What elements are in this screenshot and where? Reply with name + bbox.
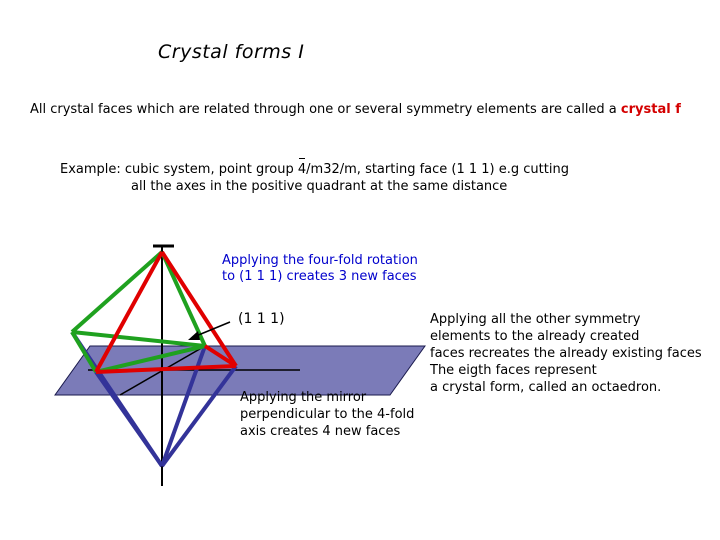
symmetry-note-line-2: elements to the already created bbox=[430, 329, 640, 344]
intro-highlight: crystal f bbox=[620, 102, 681, 117]
mirror-note-line-1: Applying the mirror bbox=[240, 390, 367, 405]
page-title: Crystal forms I bbox=[158, 41, 305, 63]
mirror-note-line-3: axis creates 4 new faces bbox=[240, 424, 401, 439]
face-label: (1 1 1) bbox=[238, 311, 285, 327]
upper-pyramid-red bbox=[94, 250, 238, 374]
symmetry-note-line-1: Applying all the other symmetry bbox=[430, 312, 641, 327]
symmetry-note-line-4: The eigth faces represent bbox=[430, 363, 597, 378]
example-line-1: Example: cubic system, point group 4/m32… bbox=[60, 158, 569, 178]
example-text-a: Example: cubic system, point group bbox=[60, 162, 298, 177]
intro-text: All crystal faces which are related thro… bbox=[30, 101, 681, 118]
rotation-note-line-1: Applying the four-fold rotation bbox=[222, 253, 418, 268]
intro-main: All crystal faces which are related thro… bbox=[30, 102, 621, 117]
face-pointer-arrowhead bbox=[188, 331, 200, 340]
rotoinversion-4: 4 bbox=[297, 158, 307, 177]
symmetry-note-line-3: faces recreates the already existing fac… bbox=[430, 346, 702, 361]
mirror-note-line-2: perpendicular to the 4-fold bbox=[240, 407, 415, 422]
example-text-b: /m32/m, starting face (1 1 1) e.g cuttin… bbox=[306, 162, 569, 177]
upper-pyramid-green bbox=[70, 250, 207, 374]
example-line-2: all the axes in the positive quadrant at… bbox=[131, 179, 508, 194]
rotation-note-line-2: to (1 1 1) creates 3 new faces bbox=[222, 269, 417, 284]
symmetry-note-line-5: a crystal form, called an octaedron. bbox=[430, 380, 662, 395]
face-pointer-line bbox=[195, 321, 231, 337]
